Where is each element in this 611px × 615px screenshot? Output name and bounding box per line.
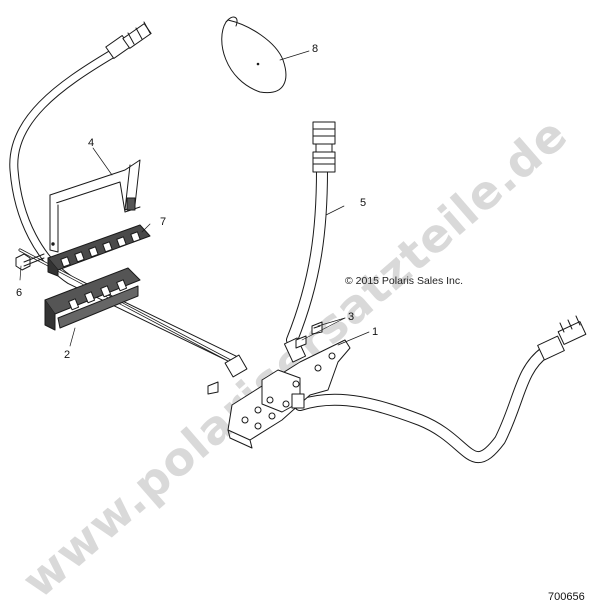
callout-6: 6	[16, 287, 22, 299]
center-brake-hose	[286, 164, 328, 346]
left-hose-fitting	[105, 21, 152, 59]
bolt	[15, 253, 45, 271]
copyright-notice: © 2015 Polaris Sales Inc.	[345, 275, 463, 287]
callout-2: 2	[64, 349, 70, 361]
retaining-band	[221, 16, 287, 94]
callout-8: 8	[312, 43, 318, 55]
figure-id: 700656	[548, 591, 585, 603]
callout-5: 5	[360, 197, 366, 209]
brake-valve-assembly	[224, 337, 351, 449]
right-brake-hose	[294, 346, 551, 464]
callout-7: 7	[160, 216, 166, 228]
leader-lines	[19, 50, 370, 347]
callout-labels: 1 2 3 4 5 6 7 8	[16, 43, 378, 361]
callout-3: 3	[348, 311, 354, 323]
clip-strip-lower	[44, 267, 141, 331]
clip-strip-upper	[47, 224, 151, 277]
mounting-bracket	[49, 159, 141, 253]
right-hose-fitting	[537, 315, 587, 361]
center-hose-fitting	[312, 121, 336, 173]
callout-4: 4	[88, 137, 94, 149]
callout-1: 1	[372, 326, 378, 338]
